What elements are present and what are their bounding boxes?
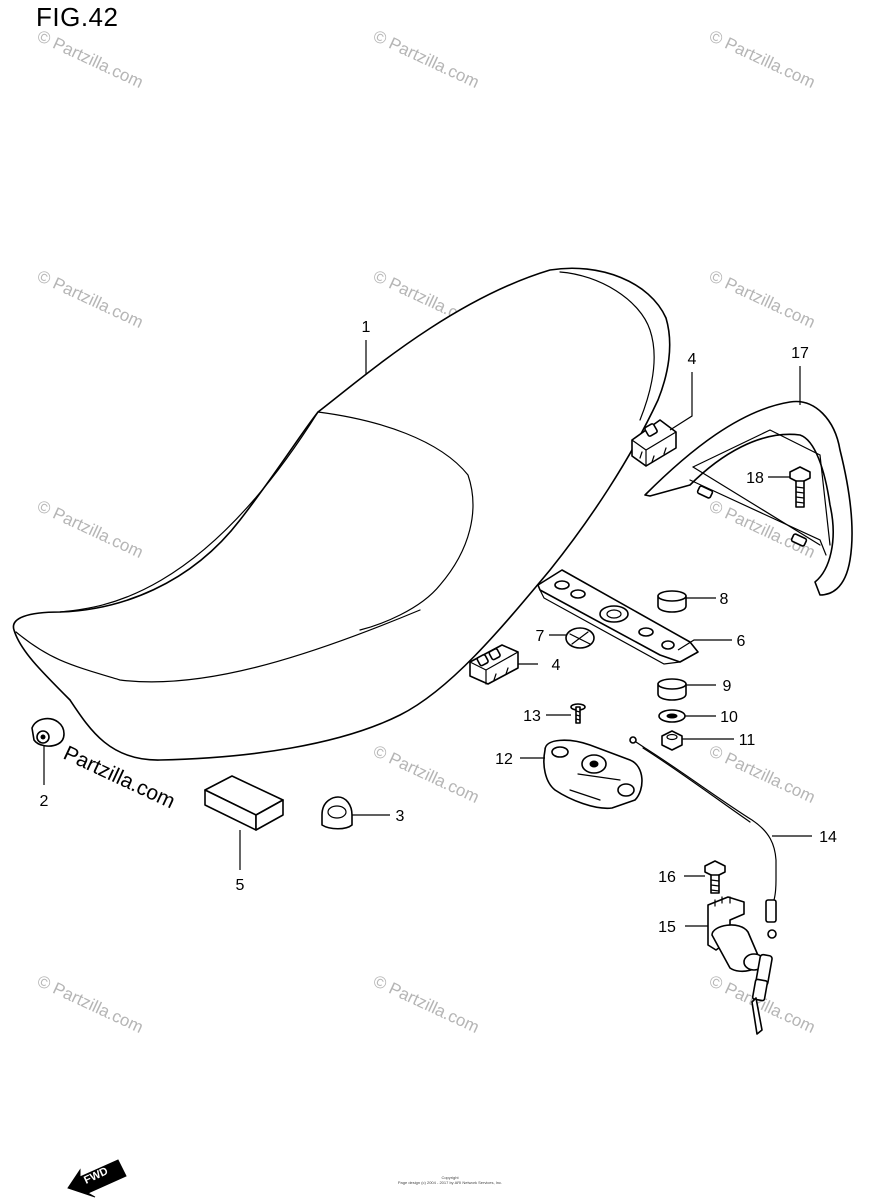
- callout-4-upper: 4: [688, 351, 697, 368]
- carrier-part: [644, 400, 853, 596]
- rubber-lower-part: [469, 644, 519, 685]
- callout-3: 3: [396, 808, 405, 825]
- bracket-plate-part: [537, 569, 699, 665]
- nut-part: [661, 730, 683, 751]
- callout-14: 14: [819, 829, 837, 846]
- bolt-18-part: [789, 466, 811, 508]
- watermark: © Partzilla.com: [34, 971, 146, 1037]
- callout-12: 12: [495, 751, 513, 768]
- lock-assembly-part: [543, 739, 643, 810]
- watermark: © Partzilla.com: [370, 971, 482, 1037]
- callout-18: 18: [746, 470, 764, 487]
- watermark: © Partzilla.com: [370, 741, 482, 807]
- watermark: © Partzilla.com: [706, 266, 818, 332]
- watermark: © Partzilla.com: [370, 26, 482, 92]
- cushion-washer-part: [657, 590, 687, 613]
- callout-13: 13: [523, 708, 541, 725]
- seat-part: [12, 267, 671, 761]
- figure-title: FIG.42: [36, 2, 119, 32]
- foam-block-part: [204, 775, 284, 831]
- screw-part: [570, 703, 586, 724]
- cable-part: [629, 736, 777, 939]
- callout-labels: 1 2 3 4 4 5 6 7 8 9 10 11 12 13 14 15 16…: [40, 319, 837, 936]
- callout-17: 17: [791, 345, 809, 362]
- copyright-line-1: Copyright: [441, 1175, 459, 1180]
- bolt-16-part: [704, 860, 726, 894]
- cushion-part: [321, 796, 353, 830]
- watermark: © Partzilla.com: [34, 266, 146, 332]
- callout-8: 8: [720, 591, 729, 608]
- callout-10: 10: [720, 709, 738, 726]
- forward-arrow-icon: FWD: [67, 1159, 127, 1198]
- callout-9: 9: [723, 678, 732, 695]
- key-lock-part: [707, 896, 773, 1035]
- clip-part: [31, 717, 65, 747]
- callout-7: 7: [536, 628, 545, 645]
- watermark: © Partzilla.com: [706, 26, 818, 92]
- leader-lines: [43, 340, 812, 927]
- washer-part: [658, 709, 686, 723]
- callout-1: 1: [362, 319, 371, 336]
- callout-2: 2: [40, 793, 49, 810]
- grommet-part: [565, 627, 595, 649]
- callout-5: 5: [236, 877, 245, 894]
- watermark: © Partzilla.com: [706, 741, 818, 807]
- copyright-notice: Copyright Page design (c) 2004 - 2017 by…: [380, 1175, 520, 1185]
- watermark: © Partzilla.com: [34, 496, 146, 562]
- callout-15: 15: [658, 919, 676, 936]
- rubber-upper-part: [631, 419, 677, 467]
- callout-16: 16: [658, 869, 676, 886]
- callout-11: 11: [739, 732, 756, 749]
- copyright-line-2: Page design (c) 2004 - 2017 by ARI Netwo…: [397, 1180, 503, 1185]
- callout-6: 6: [737, 633, 746, 650]
- damper-part: [657, 678, 687, 701]
- watermark: © Partzilla.com: [34, 26, 146, 92]
- callout-4-lower: 4: [552, 657, 561, 674]
